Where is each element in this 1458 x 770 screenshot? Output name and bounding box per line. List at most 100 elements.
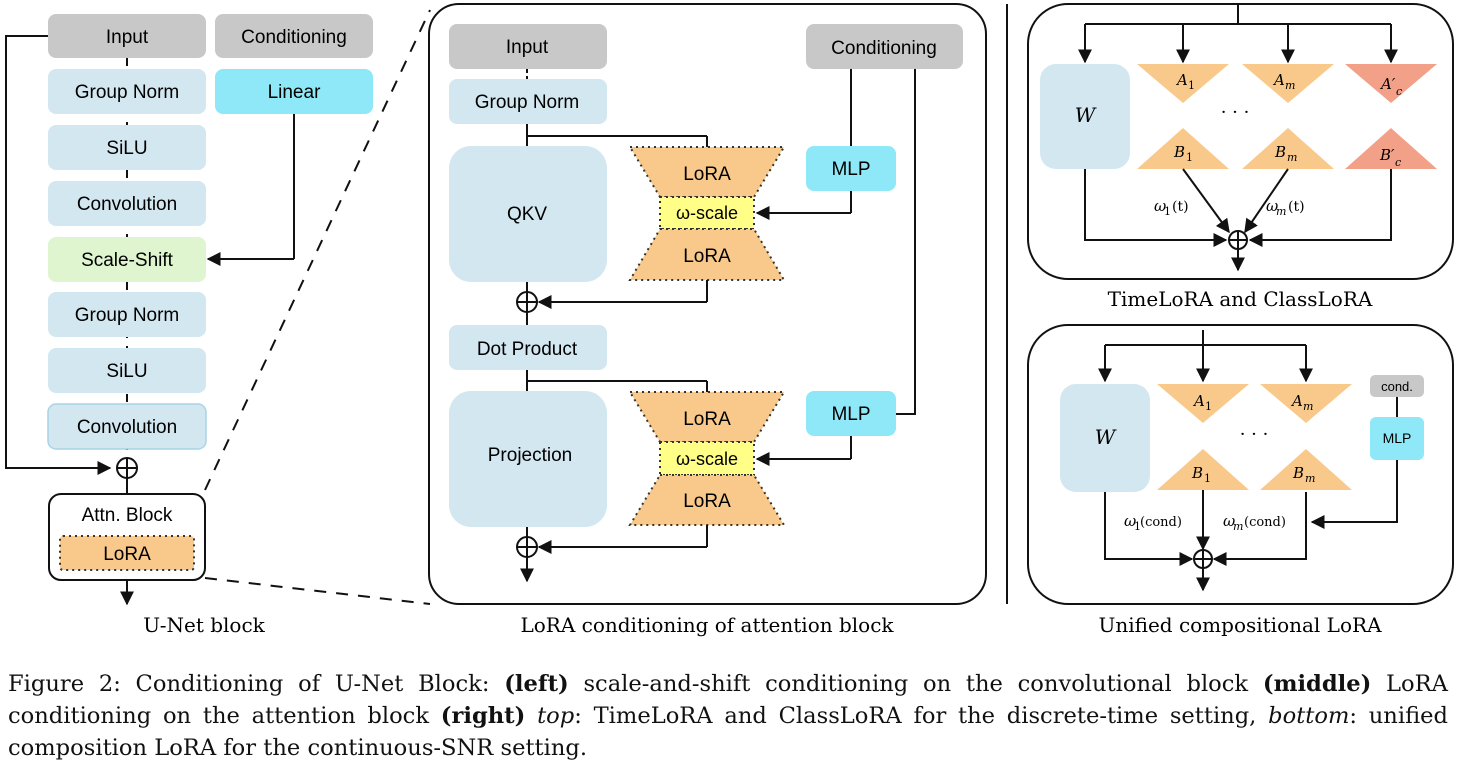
timelora-bm-shape <box>1242 128 1334 169</box>
unified-mlp-label: MLP <box>1383 430 1412 446</box>
mid-input-label: Input <box>506 37 549 58</box>
caption-prefix: Figure 2: Conditioning of U-Net Block: <box>8 671 505 697</box>
unified-bm-label: B <box>1292 464 1304 482</box>
convolution-1-box <box>48 181 206 226</box>
timelora-b1-sub: 1 <box>1186 151 1193 164</box>
caption-bottom-text: : unified composition LoRA for the conti… <box>8 703 1448 761</box>
mid-conditioning-box <box>806 24 963 69</box>
zoom-line-top <box>204 9 431 491</box>
timelora-b1-label: B <box>1173 143 1185 161</box>
scale-shift-label: Scale-Shift <box>81 250 174 271</box>
omega-scale-1-label: ω-scale <box>676 203 738 223</box>
skip-connection <box>5 35 112 475</box>
timelora-bc-label: B′ <box>1379 146 1395 164</box>
unified-b1-sub: 1 <box>1204 472 1211 485</box>
timelora-ac-sub: c <box>1396 85 1402 98</box>
mid-input-box <box>449 24 607 69</box>
timelora-omegam-sub: m <box>1276 205 1286 218</box>
unified-mlp-to-omega-arrow <box>1310 460 1398 529</box>
timelora-a1-label: A <box>1175 71 1188 89</box>
unified-mlp-box <box>1370 417 1424 460</box>
timelora-bm-label: B <box>1274 143 1286 161</box>
silu-1-box <box>48 125 206 170</box>
attn-lora-box <box>59 535 195 571</box>
unified-cond-box <box>1370 375 1424 397</box>
unet-caption: U-Net block <box>143 613 265 637</box>
silu-2-label: SiLU <box>106 361 147 382</box>
silu-2-box <box>48 348 206 393</box>
unified-a1-label: A <box>1192 392 1205 410</box>
timelora-a1-shape <box>1137 64 1229 103</box>
scale-shift-box <box>48 237 206 282</box>
timelora-omegam-arg: (t) <box>1288 199 1305 215</box>
unified-cond-label: cond. <box>1381 379 1413 394</box>
lora-bottom-1-shape <box>628 228 786 281</box>
qkv-box <box>449 146 607 282</box>
caption-top-text: : TimeLoRA and ClassLoRA for the discret… <box>574 703 1269 729</box>
mid-group-norm-label: Group Norm <box>475 92 580 113</box>
caption-middle-text: LoRA conditioning on the attention block <box>8 671 1448 729</box>
unified-am-sub: m <box>1303 400 1313 413</box>
unified-omega1: ω <box>1124 512 1136 530</box>
mid-group-norm-box <box>449 79 607 124</box>
timelora-frame <box>1027 3 1454 280</box>
linear-label: Linear <box>268 82 321 103</box>
mlp-1-label: MLP <box>831 159 870 180</box>
unified-omegam: ω <box>1223 512 1235 530</box>
timelora-omega1-sub: 1 <box>1164 205 1171 218</box>
projection-label: Projection <box>488 445 573 466</box>
convolution-1-label: Convolution <box>77 194 177 215</box>
lora-bottom-2-label: LoRA <box>683 491 731 512</box>
attention-panel: Input Conditioning Group Norm QKV LoRA ω… <box>428 3 987 637</box>
lora-top-2-label: LoRA <box>683 409 731 430</box>
caption-left-label: (left) <box>504 671 569 697</box>
omega-scale-2-label: ω-scale <box>676 449 738 469</box>
conditioning-label: Conditioning <box>241 27 347 48</box>
caption-right-label: (right) <box>440 703 526 729</box>
projection-box <box>449 391 607 527</box>
unet-block-panel: Input Conditioning Linear Group Norm SiL… <box>5 14 373 637</box>
timelora-omega1: ω <box>1154 197 1166 215</box>
input-box <box>48 14 206 58</box>
unified-w-label: W <box>1095 425 1117 449</box>
timelora-bc-shape <box>1345 128 1437 169</box>
timelora-caption: TimeLoRA and ClassLoRA <box>1108 287 1373 311</box>
unified-b1-shape <box>1157 449 1249 490</box>
caption-middle-label: (middle) <box>1262 671 1372 697</box>
timelora-b1-shape <box>1137 128 1229 169</box>
dot-product-box <box>449 325 607 370</box>
unified-bm-shape <box>1260 449 1352 490</box>
silu-1-label: SiLU <box>106 138 147 159</box>
input-label: Input <box>106 27 149 48</box>
convolution-2-label: Convolution <box>77 417 177 438</box>
group-norm-2-box <box>48 292 206 337</box>
unified-am-label: A <box>1290 392 1303 410</box>
timelora-bm-sub: m <box>1287 151 1297 164</box>
unified-a1-shape <box>1157 384 1249 423</box>
unified-omega1-arg: (cond) <box>1140 515 1182 530</box>
qkv-label: QKV <box>507 204 547 225</box>
group-norm-1-box <box>48 69 206 114</box>
caption-bottom-word: bottom <box>1268 703 1350 729</box>
timelora-w-box <box>1040 64 1130 169</box>
timelora-panel: W A 1 A m A′ c · · · B 1 B m B′ c ω 1 (t… <box>1027 3 1454 311</box>
dot-product-label: Dot Product <box>477 339 578 360</box>
unified-w-box <box>1060 384 1150 492</box>
group-norm-1-label: Group Norm <box>75 82 180 103</box>
timelora-am-label: A <box>1272 71 1285 89</box>
timelora-am-shape <box>1242 64 1334 103</box>
unified-bm-sub: m <box>1305 472 1315 485</box>
timelora-a1-sub: 1 <box>1188 79 1195 92</box>
unified-omegam-arg: (cond) <box>1244 515 1286 530</box>
lora-top-1-shape <box>628 146 786 198</box>
timelora-dots: · · · <box>1221 102 1250 123</box>
unified-b1-label: B <box>1191 464 1203 482</box>
omega-scale-1-box <box>659 196 755 230</box>
timelora-am-sub: m <box>1285 79 1295 92</box>
caption-left-text: scale-and-shift conditioning on the conv… <box>568 671 1263 697</box>
attn-block-label: Attn. Block <box>82 505 173 526</box>
timelora-ac-shape <box>1345 64 1437 103</box>
convolution-2-box <box>47 403 207 450</box>
